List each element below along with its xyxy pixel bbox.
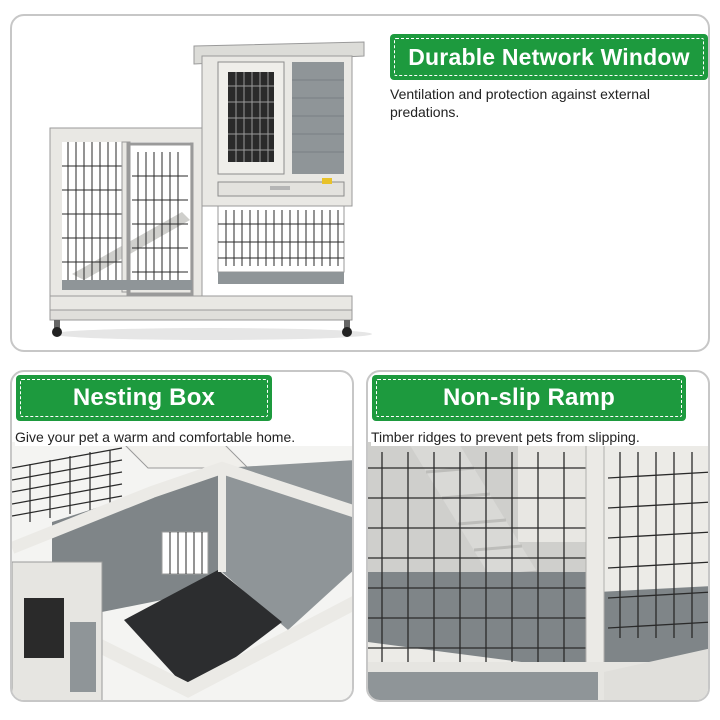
panel-durable-network-window: Durable Network Window Ventilation and p… xyxy=(10,14,710,352)
panel-nesting-box: Nesting Box Give your pet a warm and com… xyxy=(10,370,354,702)
non-slip-ramp-image xyxy=(368,441,708,700)
description-text: Give your pet a warm and comfortable hom… xyxy=(15,428,352,446)
description-text: Timber ridges to prevent pets from slipp… xyxy=(371,428,708,446)
panel-non-slip-ramp: Non-slip Ramp Timber ridges to prevent p… xyxy=(366,370,710,702)
badge-title: Nesting Box xyxy=(20,379,268,417)
title-badge: Non-slip Ramp xyxy=(372,375,686,421)
badge-title: Durable Network Window xyxy=(394,38,704,76)
title-badge: Durable Network Window xyxy=(390,34,708,80)
badge-title: Non-slip Ramp xyxy=(376,379,682,417)
title-badge: Nesting Box xyxy=(16,375,272,421)
nesting-box-image xyxy=(12,441,352,700)
description-text: Ventilation and protection against exter… xyxy=(390,86,650,120)
rabbit-hutch-image xyxy=(49,41,372,340)
